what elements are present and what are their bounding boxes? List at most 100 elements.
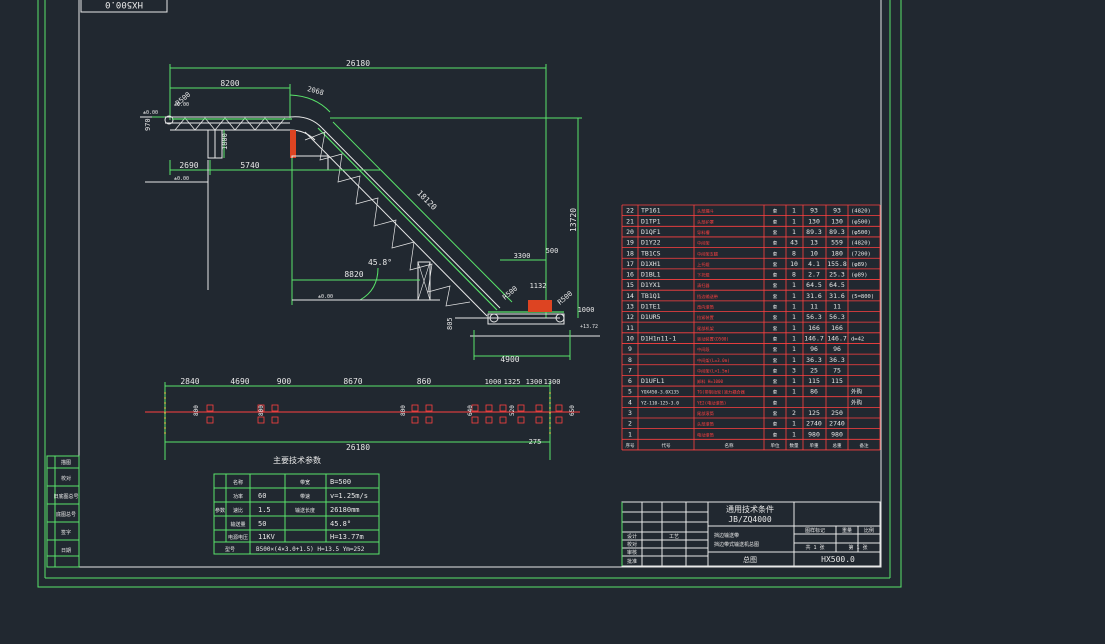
bom-seq: 8: [628, 356, 632, 364]
dim-horizontal: 8820: [344, 270, 363, 279]
bom-unit-weight: 25: [810, 366, 818, 374]
bom-unit-weight: 166: [808, 324, 820, 332]
dim-height-left: 970: [144, 118, 152, 131]
bom-remark: 外购: [851, 398, 863, 406]
param-r1c3: 带速: [300, 494, 310, 500]
bom-seq: 17: [626, 260, 634, 268]
bom-unit-weight: 36.3: [806, 356, 822, 364]
plan-dim-2: 900: [277, 377, 292, 386]
bom-remark: (φ89): [851, 262, 868, 268]
bom-name: YE2(电动滚筒): [697, 399, 726, 406]
left-strip: 描图 校对 旧底图总号 底图总号 签字 日期: [46, 455, 80, 568]
bom-remark: (4820): [851, 241, 871, 247]
bom-total-weight: 25.3: [829, 271, 845, 279]
bom-total-weight: 130: [831, 217, 843, 225]
bom-unit: 套: [773, 282, 778, 289]
elev-low: ±0.00: [318, 294, 333, 300]
bom-unit: 套: [773, 304, 778, 311]
param-r0c4: B=500: [330, 478, 351, 486]
param-r2c4: 26180mm: [330, 506, 360, 514]
bom-unit-weight: 93: [810, 207, 818, 215]
tb-designer-1: 校对: [627, 541, 637, 548]
dim-tail-h: 1000: [578, 306, 595, 314]
bom-total-weight: 93: [833, 207, 841, 215]
drawing-no: HX500.0: [821, 555, 855, 564]
bom-remark: (5=800): [851, 294, 874, 300]
bom-total-weight: 559: [831, 239, 843, 247]
bom-total-weight: 115: [831, 377, 843, 385]
bom-total-weight: 89.3: [829, 228, 845, 236]
bom-header: 代号: [662, 442, 671, 449]
bom-name: 头部漏斗: [697, 208, 714, 215]
plan-dim-0: 2840: [180, 377, 199, 386]
bom-unit-weight: 64.5: [806, 281, 822, 289]
elev-left: ±0.00: [143, 110, 158, 116]
dim-tail-offset: 3300: [514, 252, 531, 260]
bom-unit: 套: [773, 399, 778, 406]
bom-qty: 1: [792, 377, 796, 385]
param-r3c4: H=13.77m: [330, 533, 364, 541]
bom-header: 总重: [833, 442, 842, 449]
dim-arc: 2068: [306, 85, 324, 97]
bom-total-weight: 64.5: [829, 281, 845, 289]
bom-total-weight: 250: [831, 409, 843, 417]
bom-unit-weight: 13: [810, 239, 818, 247]
bom-unit-weight: 56.3: [806, 313, 822, 321]
bom-code: D1UR5: [641, 313, 661, 321]
plan-dim-3: 8670: [343, 377, 362, 386]
bom-qty: 8: [792, 271, 796, 279]
bom-unit: 套: [773, 240, 778, 247]
dim-total-height: 13720: [569, 208, 578, 232]
bom-total-weight: 2740: [829, 420, 845, 428]
bom-seq: 12: [626, 313, 634, 321]
bom-seq: 16: [626, 271, 634, 279]
strip-label-5: 日期: [61, 548, 71, 554]
bom-unit: 套: [773, 250, 778, 257]
bom-unit-weight: 130: [808, 217, 820, 225]
plan-view: 2840 4690 900 8670 860 1000 1325 1300 13…: [145, 377, 580, 465]
bom-unit: 套: [773, 389, 778, 396]
strip-label-1: 校对: [61, 475, 71, 482]
bom-name: 导料槽: [697, 229, 710, 236]
param-r0c1: 名称: [233, 479, 243, 486]
tb-designer-0: 设计: [627, 533, 637, 540]
bom-code: YOX450-3.0X135: [641, 390, 679, 396]
tb-stage-2: 比例: [864, 527, 874, 534]
bom-code: D1Y22: [641, 239, 661, 247]
bom-name: 驱动装置(D500): [697, 335, 729, 342]
dim-overall: 26180: [346, 59, 370, 68]
bom-name: 中间架: [697, 240, 710, 247]
bom-name: 尾部滚筒: [697, 410, 714, 417]
bom-seq: 22: [626, 207, 634, 215]
tb-sheet-1: 第 1 张: [848, 544, 867, 551]
bom-qty: 1: [792, 207, 796, 215]
bom-qty: 1: [792, 303, 796, 311]
bom-remark: (4820): [851, 209, 871, 215]
bom-header: 名称: [725, 442, 734, 449]
bom-unit-weight: 10: [810, 249, 818, 257]
param-r2c3: 输送长度: [295, 507, 315, 514]
param-r2c2: 1.5: [258, 506, 271, 514]
bom-unit-weight: 115: [808, 377, 820, 385]
tb-stage-1: 重量: [842, 527, 852, 534]
param-left-head: 参数: [215, 507, 225, 514]
bom-unit: 套: [773, 410, 778, 417]
param-r4c2: 11KV: [258, 533, 276, 541]
bom-unit: 套: [773, 218, 778, 225]
bom-seq: 10: [626, 334, 634, 342]
bom-unit-weight: 980: [808, 430, 820, 438]
stamp-box: [80, 0, 168, 13]
strip-label-0: 描图: [61, 459, 71, 466]
bom-code: D1YX1: [641, 281, 661, 289]
bom-unit: 套: [773, 325, 778, 332]
bom-qty: 1: [792, 388, 796, 396]
plan-dim-5: 1000: [485, 378, 502, 386]
plan-width-0: 800: [193, 405, 200, 416]
bom-unit: 套: [773, 431, 778, 438]
bom-remark: (7200): [851, 251, 871, 257]
bom-name: 中间架(L=3.0m): [697, 357, 730, 364]
bom-remark: (φ89): [851, 273, 868, 279]
bom-unit: 套: [773, 293, 778, 300]
bom-name: 尾部机架: [697, 325, 714, 332]
bom-total-weight: 155.8: [827, 260, 847, 268]
